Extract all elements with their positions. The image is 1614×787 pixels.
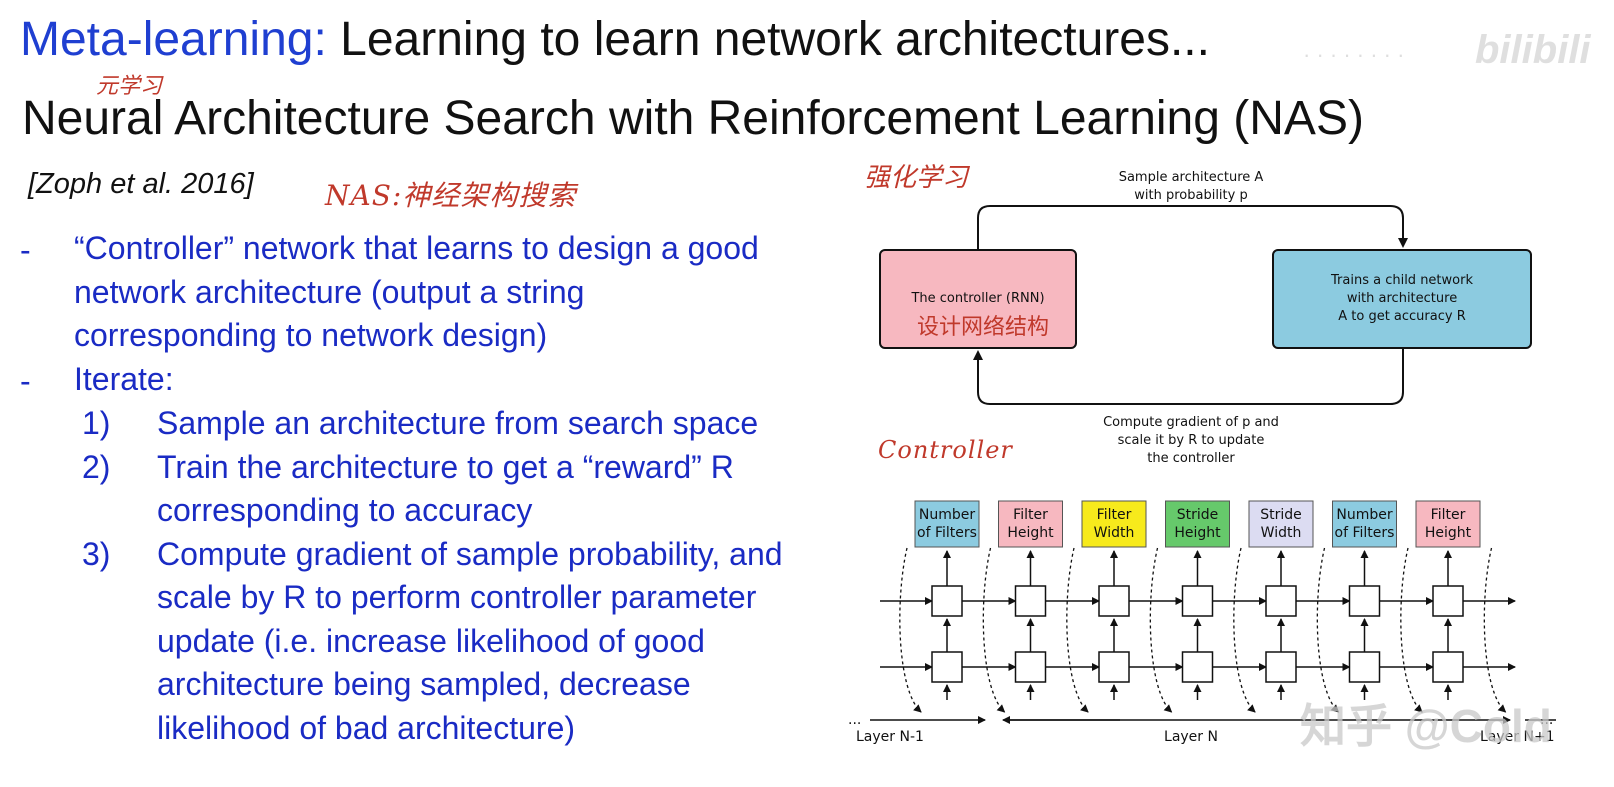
update-arrow: [973, 348, 1404, 405]
rnn-output-label: Number: [1336, 507, 1392, 523]
step-1-marker: 1): [82, 405, 111, 441]
bottom-label-line-2: scale it by R to update: [1118, 433, 1265, 448]
handwritten-note-rnn: 设计网络结构: [917, 315, 1049, 340]
rnn-output-label: of Filters: [1335, 525, 1395, 541]
rnn-output-label: Filter: [1097, 507, 1132, 523]
step-3-line-2: scale by R to perform controller paramet…: [157, 579, 757, 615]
bullet-1-line-3: corresponding to network design): [74, 317, 548, 353]
rnn-output-label: Width: [1261, 525, 1302, 541]
rnn-cell-upper: [1098, 585, 1130, 617]
feedback-dotted-arrow: [1149, 547, 1173, 713]
bullet-1-line-1: “Controller” network that learns to desi…: [74, 230, 759, 266]
rnn-output-label-box: [914, 500, 980, 548]
step-1-line-1: Sample an architecture from search space: [157, 405, 759, 441]
citation: [Zoph et al. 2016]: [28, 168, 254, 200]
feedback-dotted-arrow: [1400, 547, 1423, 713]
rnn-output-label: Stride: [1177, 507, 1219, 523]
watermark-trail: · · · · · · · ·: [1303, 42, 1405, 67]
rnn-output-label-box: [1415, 500, 1481, 548]
step-2-marker: 2): [82, 449, 111, 485]
rnn-output-label-box: [1248, 500, 1314, 548]
child-box-line-1: Trains a child network: [1330, 273, 1473, 288]
bullet-marker: -: [20, 363, 31, 399]
title-rest: Learning to learn network architectures.…: [326, 13, 1210, 66]
top-label-line-1: Sample architecture A: [1119, 170, 1264, 185]
child-box-line-2: with architecture: [1347, 291, 1457, 306]
rnn-cell-upper: [1181, 585, 1214, 617]
feedback-dotted-arrow: [1316, 547, 1340, 713]
rnn-output-label-box: [1165, 500, 1230, 548]
step-3-marker: 3): [82, 536, 111, 572]
controller-box: [879, 249, 1077, 349]
rnn-output-label: Height: [1174, 525, 1221, 541]
bottom-label-line-1: Compute gradient of p and: [1103, 415, 1279, 430]
feedback-dotted-arrow: [1483, 547, 1507, 713]
layer-label-current: Layer N: [1164, 729, 1218, 745]
handwritten-note-rl: 强化学习: [864, 163, 969, 193]
rnn-cell-lower: [1265, 651, 1297, 683]
child-box-line-3: A to get accuracy R: [1338, 309, 1466, 324]
rnn-output-label: Number: [919, 507, 975, 523]
handwritten-note-nas: NAS:神经架构搜索: [325, 179, 577, 212]
controller-box-label: The controller (RNN): [910, 291, 1044, 306]
feedback-dotted-arrow: [982, 547, 1006, 713]
rnn-output-label-box: [1081, 500, 1147, 548]
step-3-line-3: update (i.e. increase likelihood of good: [157, 623, 705, 659]
rnn-output-label: Filter: [1431, 507, 1466, 523]
rnn-output-label: Height: [1007, 525, 1054, 541]
step-3-line-5: likelihood of bad architecture): [157, 710, 576, 746]
handwritten-note-controller: Controller: [878, 436, 1013, 464]
bullet-marker: -: [20, 232, 31, 268]
slide-title: Meta-learning: Learning to learn network…: [20, 10, 1210, 70]
step-3-line-4: architecture being sampled, decrease: [157, 666, 691, 702]
child-network-box: [1272, 249, 1532, 349]
rnn-output-label: Stride: [1260, 507, 1302, 523]
zhihu-watermark: 知乎 @Cold: [1300, 700, 1552, 752]
step-2-line-2: corresponding to accuracy: [157, 492, 533, 528]
step-2-line-1: Train the architecture to get a “reward”…: [157, 449, 734, 485]
rnn-cell-lower: [1181, 651, 1214, 683]
rnn-cell-upper: [1348, 585, 1381, 617]
rnn-cell-upper: [931, 585, 963, 617]
rnn-cell-upper: [1265, 585, 1297, 617]
layer-label-next: Layer N+1: [1480, 729, 1555, 745]
rnn-output-label-box: [1332, 500, 1397, 548]
rnn-cell-lower: [931, 651, 963, 683]
loop-diagram: Sample architecture A with probability p…: [879, 170, 1532, 466]
bullet-2-line-1: Iterate:: [74, 361, 174, 397]
top-label-line-2: with probability p: [1134, 188, 1247, 203]
bilibili-watermark: bilibili: [1475, 28, 1591, 72]
layer-label-prev: Layer N-1: [856, 729, 924, 745]
handwritten-note-meta: 元学习: [96, 74, 163, 99]
rnn-cell-lower: [1348, 651, 1381, 683]
bottom-label-line-3: the controller: [1147, 451, 1235, 466]
ellipsis-right: ...: [1540, 712, 1553, 728]
rnn-output-label: Width: [1094, 525, 1135, 541]
rnn-output-label: Filter: [1013, 507, 1048, 523]
slide-subtitle: Neural Architecture Search with Reinforc…: [22, 92, 1364, 145]
rnn-cell-lower: [1432, 651, 1464, 683]
rnn-cell-lower: [1014, 651, 1047, 683]
feedback-dotted-arrow: [1066, 547, 1089, 713]
title-prefix: Meta-learning:: [20, 13, 327, 66]
rnn-cell-lower: [1098, 651, 1130, 683]
rnn-cell-upper: [1432, 585, 1464, 617]
rnn-output-label: of Filters: [917, 525, 977, 541]
step-3-line-1: Compute gradient of sample probability, …: [157, 536, 783, 572]
bullet-1-line-2: network architecture (output a string: [74, 274, 585, 310]
sample-arrow: [977, 205, 1408, 250]
feedback-dotted-arrow: [899, 547, 922, 713]
rnn-output-label-box: [998, 500, 1063, 548]
ellipsis-left: ...: [848, 712, 861, 728]
rnn-cell-upper: [1014, 585, 1047, 617]
nas-diagram: Sample architecture A with probability p…: [848, 170, 1556, 745]
feedback-dotted-arrow: [1233, 547, 1256, 713]
rnn-output-label: Height: [1425, 525, 1472, 541]
